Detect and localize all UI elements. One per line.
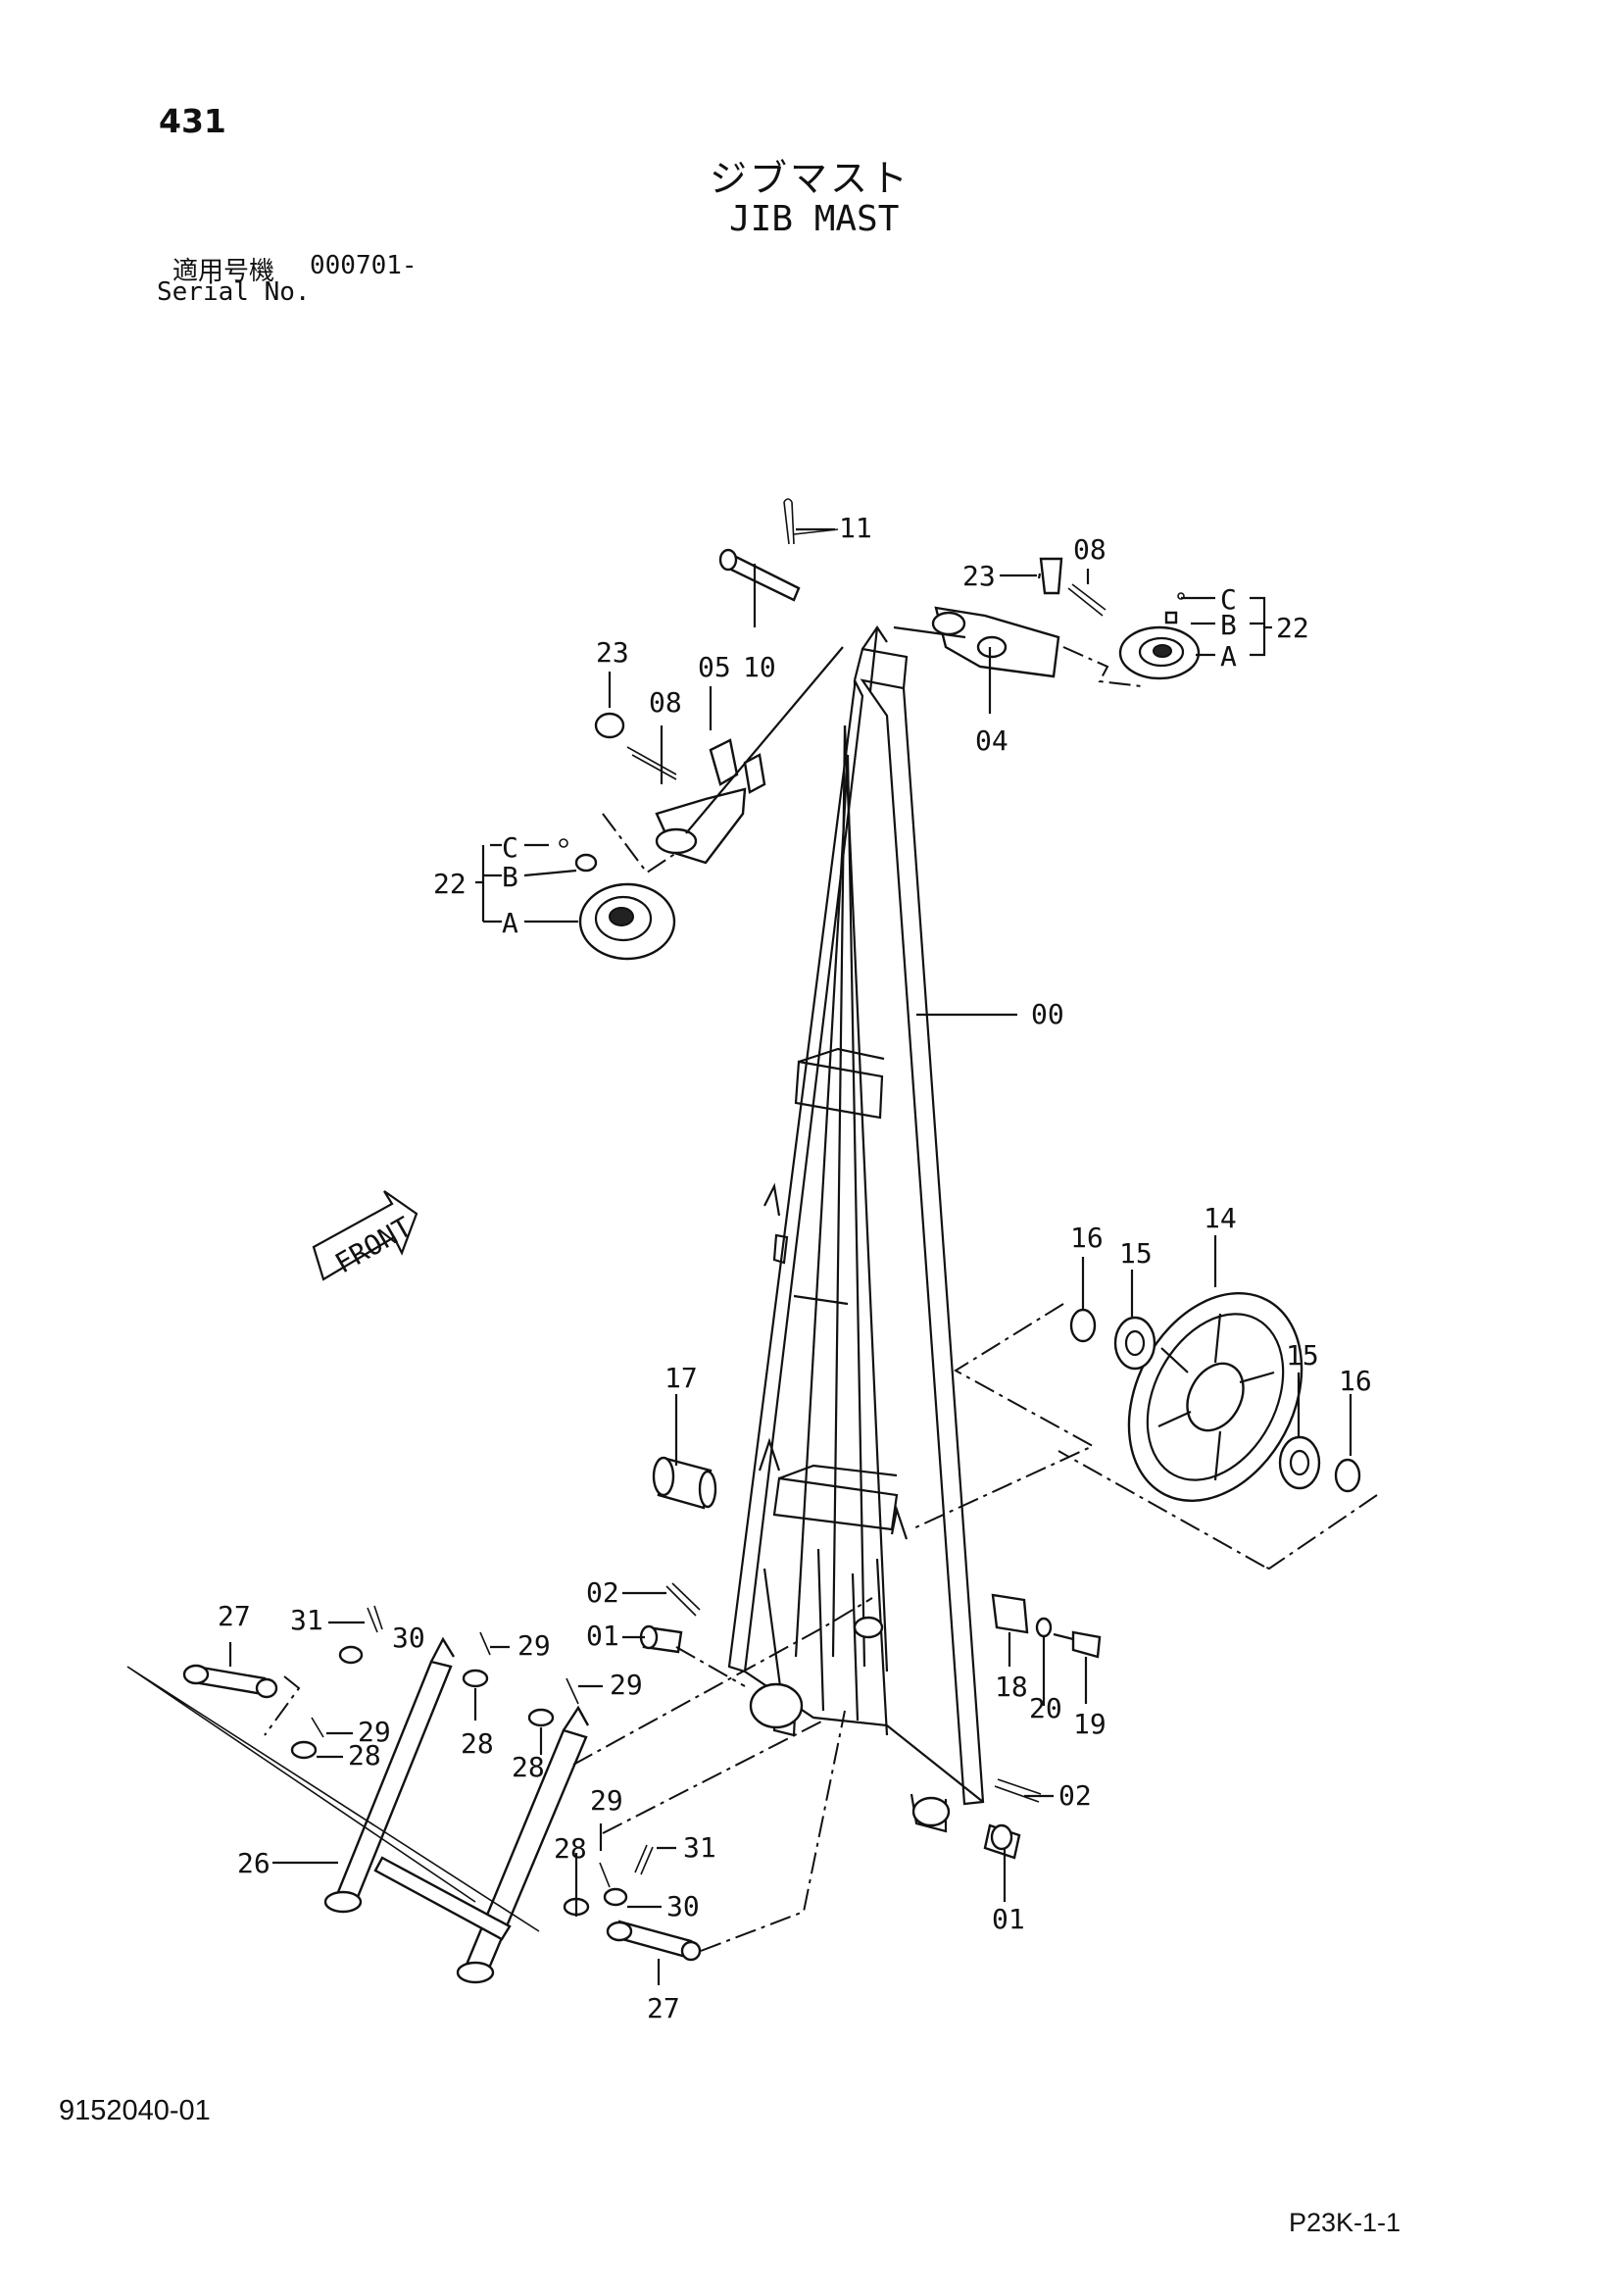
pin-17 (652, 1456, 717, 1510)
pin-28-b (462, 1669, 489, 1688)
callout-28-b: 28 (461, 1727, 494, 1760)
washer-20 (1035, 1617, 1053, 1638)
callout-02-lower: 02 (1058, 1779, 1092, 1812)
callout-11: 11 (839, 512, 872, 544)
page-number: 431 (159, 102, 226, 140)
snap-ring-16-right (1334, 1458, 1361, 1493)
sub-label-c-left: C (502, 831, 518, 864)
callout-28-c: 28 (512, 1751, 545, 1783)
cotter-pin-29-b (479, 1631, 491, 1656)
mast-frame (727, 625, 985, 1833)
callout-23-right: 23 (962, 560, 996, 592)
strut-26 (323, 1636, 590, 1984)
link-27-upper (182, 1664, 278, 1699)
bearing-15-left (1113, 1316, 1156, 1371)
front-label: FRONT (329, 1211, 418, 1280)
callout-29-c: 29 (610, 1669, 643, 1701)
pin-01-lower (983, 1823, 1021, 1860)
pin-23-right (1039, 557, 1063, 595)
callout-02-upper: 02 (586, 1576, 619, 1609)
callout-18: 18 (995, 1671, 1028, 1703)
cotter-pin-31-a (367, 1605, 383, 1633)
sheave-22-right (1062, 592, 1201, 687)
callout-31-upper: 31 (290, 1604, 323, 1636)
callout-28-d: 28 (554, 1832, 587, 1865)
cotter-pin-11 (783, 498, 795, 545)
sub-label-a-right: A (1220, 640, 1237, 673)
callout-10: 10 (743, 651, 776, 683)
sub-label-c-right: C (1220, 583, 1237, 616)
plate-18 (991, 1593, 1029, 1634)
sheave-14 (1127, 1292, 1303, 1502)
leader-lines (228, 527, 1352, 1985)
callout-29-b: 29 (517, 1629, 551, 1662)
link-27-lower (606, 1920, 702, 1962)
cotter-pin-02-lower (994, 1778, 1042, 1803)
serial-number-range: 000701- (310, 251, 418, 280)
callout-27-lower: 27 (647, 1992, 680, 2024)
callout-00: 00 (1031, 998, 1064, 1030)
callout-05: 05 (698, 651, 731, 683)
sub-label-b-left: B (502, 861, 518, 893)
sub-label-b-right: B (1220, 609, 1237, 641)
callout-27-upper: 27 (218, 1600, 251, 1632)
callout-23-left: 23 (596, 636, 629, 669)
callout-22-left: 22 (433, 868, 467, 900)
callout-15-right: 15 (1286, 1339, 1319, 1372)
front-direction-arrow: FRONT (312, 1190, 418, 1281)
cotter-pin-31-b (634, 1844, 654, 1875)
callout-16-right: 16 (1339, 1365, 1372, 1397)
bracket-22-right (1181, 596, 1272, 657)
pin-28-a (290, 1740, 318, 1760)
callout-08-left: 08 (649, 686, 682, 719)
callout-30-lower: 30 (666, 1890, 700, 1922)
callout-20: 20 (1029, 1692, 1062, 1724)
sub-label-a-left: A (502, 907, 518, 939)
pin-01-upper (639, 1624, 683, 1654)
callout-01-upper: 01 (586, 1620, 619, 1652)
callout-14: 14 (1204, 1202, 1237, 1234)
title-english: JIB MAST (729, 199, 900, 239)
callout-31-lower: 31 (683, 1831, 716, 1864)
serial-label-japanese: 適用号機 (172, 257, 275, 286)
cotter-pin-08-right (1067, 583, 1107, 617)
sheave-22-left (559, 813, 677, 961)
bracket-22-left (475, 843, 578, 923)
sheave-bracket-04 (893, 606, 1060, 678)
callout-28-a: 28 (348, 1739, 381, 1772)
pin-28-c (527, 1708, 555, 1727)
callout-22-right: 22 (1276, 612, 1309, 644)
sheave-bracket-05 (655, 646, 844, 865)
pin-23-left (594, 712, 625, 739)
callout-29-a: 29 (358, 1716, 391, 1748)
callout-19: 19 (1073, 1708, 1107, 1740)
cotter-pin-29-a (311, 1717, 324, 1738)
snap-ring-16-left (1069, 1308, 1097, 1343)
pin-10 (718, 548, 801, 602)
page-code: P23K-1-1 (1289, 2208, 1402, 2237)
callout-08-right: 08 (1073, 533, 1107, 566)
document-number: 9152040-01 (59, 2095, 211, 2126)
serial-label-english: Serial No. (157, 277, 311, 307)
cotter-pin-08-left (626, 746, 677, 780)
callout-17: 17 (664, 1362, 698, 1394)
callout-29-d: 29 (590, 1784, 623, 1817)
bolt-19 (1053, 1630, 1102, 1659)
pin-30-a (338, 1645, 364, 1665)
callout-01-lower: 01 (992, 1903, 1025, 1935)
callout-26: 26 (237, 1847, 270, 1879)
callout-30-upper: 30 (392, 1622, 425, 1654)
callout-16-left: 16 (1070, 1222, 1104, 1254)
cotter-pin-02-upper (665, 1582, 701, 1617)
bearing-15-right (1278, 1435, 1321, 1490)
pin-30-b (603, 1887, 628, 1907)
callout-labels: 00 11 10 05 08 23 04 23 08 C B A 22 C B … (218, 512, 1372, 2024)
callout-15-left: 15 (1119, 1237, 1153, 1270)
cotter-pin-29-d (599, 1862, 611, 1888)
title-japanese: ジブマスト (710, 157, 911, 200)
cotter-pin-29-c (566, 1677, 579, 1705)
callout-04: 04 (975, 724, 1008, 757)
